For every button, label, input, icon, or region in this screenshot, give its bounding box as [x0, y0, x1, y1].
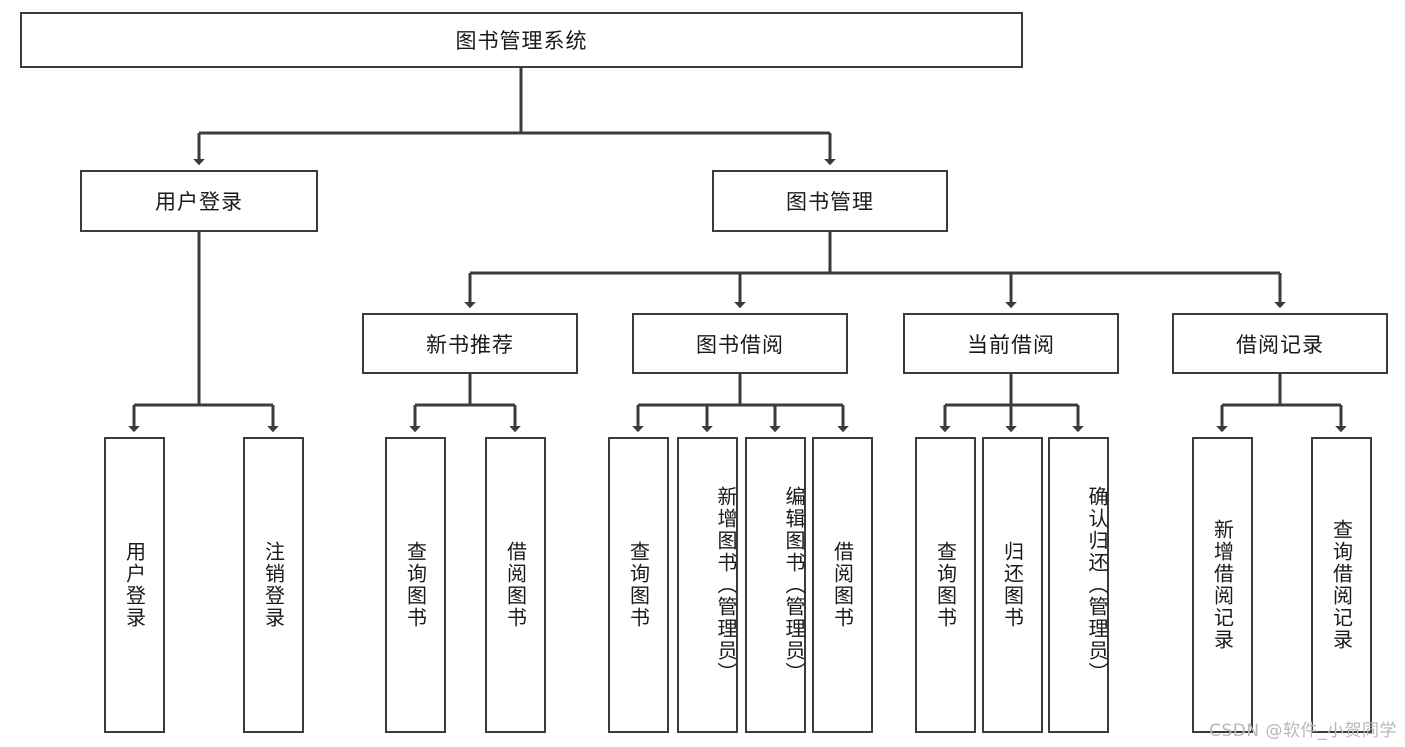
leaf-query-book-1[interactable]: 查询图书: [385, 437, 446, 733]
leaf-return-book[interactable]: 归还图书: [982, 437, 1043, 733]
leaf-borrow-book-1[interactable]: 借阅图书: [485, 437, 546, 733]
leaf-label: 新增借阅记录: [1210, 519, 1235, 651]
leaf-query-book-3[interactable]: 查询图书: [915, 437, 976, 733]
leaf-label: 查询借阅记录: [1329, 519, 1354, 651]
leaf-label: 查询图书: [933, 541, 958, 629]
leaf-label: 查询图书: [403, 541, 428, 629]
node-book-manage[interactable]: 图书管理: [712, 170, 948, 232]
node-current-borrow[interactable]: 当前借阅: [903, 313, 1119, 374]
leaf-label: 用户登录: [122, 541, 147, 629]
leaf-label: 查询图书: [626, 541, 651, 629]
leaf-label: 借阅图书: [503, 541, 528, 629]
leaf-label: 注销登录: [261, 541, 286, 629]
leaf-edit-book[interactable]: 编辑图书（管理员）: [745, 437, 806, 733]
node-borrow-record[interactable]: 借阅记录: [1172, 313, 1388, 374]
leaf-label: 新增图书（管理员）: [714, 486, 738, 684]
leaf-label: 归还图书: [1000, 541, 1025, 629]
leaf-label: 确认归还（管理员）: [1085, 486, 1109, 684]
leaf-label: 借阅图书: [830, 541, 855, 629]
leaf-query-record[interactable]: 查询借阅记录: [1311, 437, 1372, 733]
leaf-add-book[interactable]: 新增图书（管理员）: [677, 437, 738, 733]
leaf-label: 编辑图书（管理员）: [782, 486, 806, 684]
leaf-borrow-book-2[interactable]: 借阅图书: [812, 437, 873, 733]
node-user-login[interactable]: 用户登录: [80, 170, 318, 232]
node-book-borrow[interactable]: 图书借阅: [632, 313, 848, 374]
leaf-confirm-return[interactable]: 确认归还（管理员）: [1048, 437, 1109, 733]
node-root[interactable]: 图书管理系统: [20, 12, 1023, 68]
node-new-book-recommend[interactable]: 新书推荐: [362, 313, 578, 374]
leaf-logout[interactable]: 注销登录: [243, 437, 304, 733]
leaf-user-login[interactable]: 用户登录: [104, 437, 165, 733]
leaf-add-record[interactable]: 新增借阅记录: [1192, 437, 1253, 733]
leaf-query-book-2[interactable]: 查询图书: [608, 437, 669, 733]
